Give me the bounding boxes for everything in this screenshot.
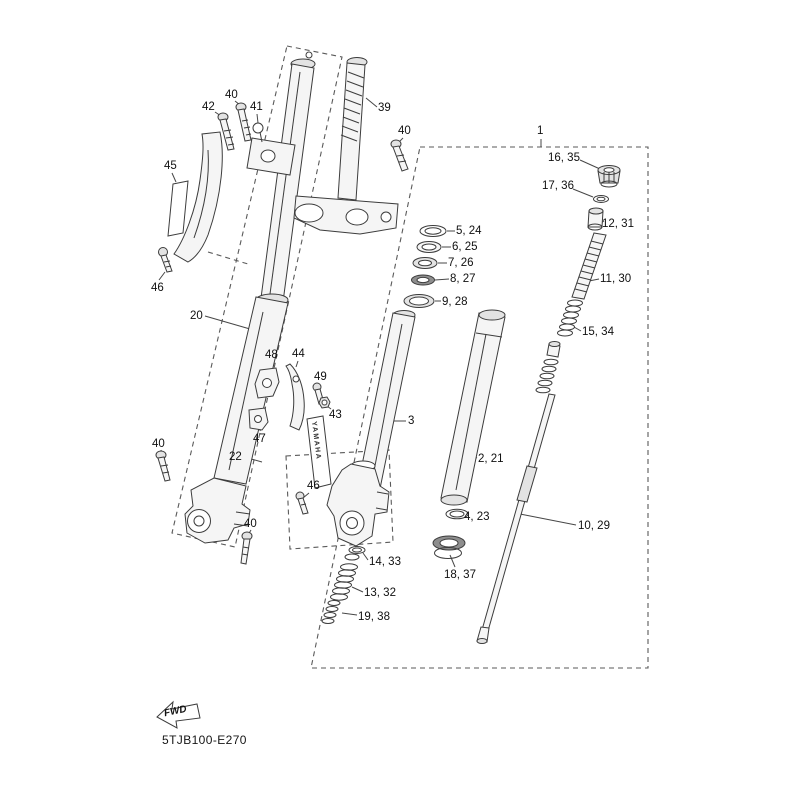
part-label-13-32: 13, 32 [364,587,396,599]
screw-46-left [158,247,173,273]
part-label-9-28: 9, 28 [442,296,468,308]
part-label-41: 41 [250,101,263,113]
part-label-20: 20 [190,310,203,322]
part-label-39: 39 [378,102,391,114]
part-label-6-25: 6, 25 [452,241,478,253]
left-dashed-box [171,45,343,548]
part-label-22: 22 [229,451,242,463]
nut-43 [318,396,331,409]
part-label-7-26: 7, 26 [448,257,474,269]
lower-casting [326,460,390,547]
part-label-40-c: 40 [152,438,165,450]
guard-piece-44 [285,363,305,431]
part-label-3: 3 [408,415,415,427]
part-label-5-24: 5, 24 [456,225,482,237]
bolt-40-clamp [390,139,409,172]
left-fork-leg [184,51,316,544]
part-label-4-23: 4, 23 [464,511,490,523]
bracket-48 [254,367,280,399]
fwd-arrow [156,700,201,729]
part-label-40-b: 40 [398,125,411,137]
fork-protector [167,131,223,263]
seal-stack [403,225,447,308]
upper-clamp-bracket [246,137,296,176]
part-label-46-b: 46 [307,480,320,492]
part-label-10-29: 10, 29 [578,520,610,532]
washer-17-36 [593,195,609,203]
part-label-11-30: 11, 30 [600,273,632,285]
damper-rod-10-29 [476,341,561,644]
bracket-47 [248,407,269,431]
spring-13-32 [330,563,358,601]
part-label-42: 42 [202,101,215,113]
collar-14-33 [344,546,366,561]
spring-19-38 [321,600,341,624]
part-label-47: 47 [253,433,266,445]
part-label-40-a: 40 [225,89,238,101]
part-label-48: 48 [265,349,278,361]
part-label-43: 43 [329,409,342,421]
part-label-40-d: 40 [244,518,257,530]
diagram-code: 5TJB100-E270 [162,733,247,747]
spring-15-34 [557,299,583,337]
steering-stem [293,57,399,235]
bolt-40-lower-left [155,450,171,482]
bushing-4-23 [445,508,469,520]
part-label-45: 45 [164,160,177,172]
part-label-19-38: 19, 38 [358,611,390,623]
brand-strip [306,415,332,489]
part-label-46-a: 46 [151,282,164,294]
fork-cap-16-35 [597,165,621,188]
outer-tube [440,309,506,506]
bolt-42 [217,112,235,151]
screw-46-guard [295,491,309,515]
part-label-2-21: 2, 21 [478,453,504,465]
part-label-49: 49 [314,371,327,383]
bolt-40-bottom [240,531,253,565]
part-label-14-33: 14, 33 [369,556,401,568]
part-label-16-35: 16, 35 [548,152,580,164]
rod-11-30 [571,232,607,300]
part-label-15-34: 15, 34 [582,326,614,338]
part-label-17-36: 17, 36 [542,180,574,192]
part-label-8-27: 8, 27 [450,273,476,285]
clip-41 [252,122,264,143]
part-label-44: 44 [292,348,305,360]
oil-seal-18-37 [432,535,466,559]
part-label-1: 1 [537,125,544,137]
part-label-12-31: 12, 31 [602,218,634,230]
spacer-12-31 [587,207,604,231]
part-label-18-37: 18, 37 [444,569,476,581]
bolt-40-top-left [235,102,252,142]
